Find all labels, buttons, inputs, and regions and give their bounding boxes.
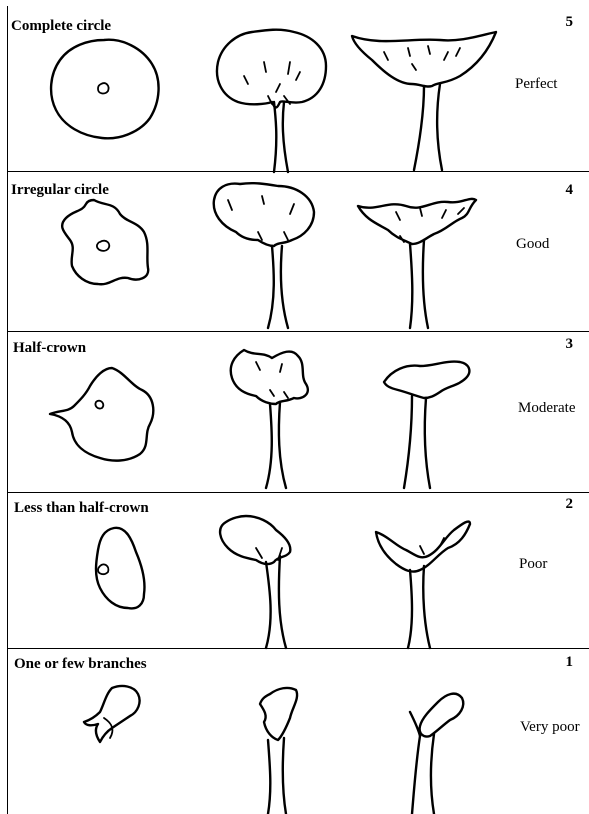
- tree-side-view-icon: [352, 32, 496, 170]
- tree-front-view-icon: [220, 516, 290, 648]
- crown-top-view-icon: [50, 368, 153, 461]
- crown-top-view-icon: [96, 528, 145, 609]
- crown-top-view-icon: [51, 40, 159, 139]
- tree-side-view-icon: [376, 522, 470, 648]
- tree-front-view-icon: [217, 30, 326, 172]
- tree-side-view-icon: [384, 362, 469, 488]
- tree-front-view-icon: [260, 688, 297, 814]
- crown-top-view-icon: [84, 686, 140, 742]
- tree-front-view-icon: [231, 350, 308, 488]
- tree-front-view-icon: [214, 183, 314, 328]
- tree-side-view-icon: [410, 694, 463, 814]
- tree-side-view-icon: [358, 199, 476, 328]
- crown-top-view-icon: [62, 200, 148, 284]
